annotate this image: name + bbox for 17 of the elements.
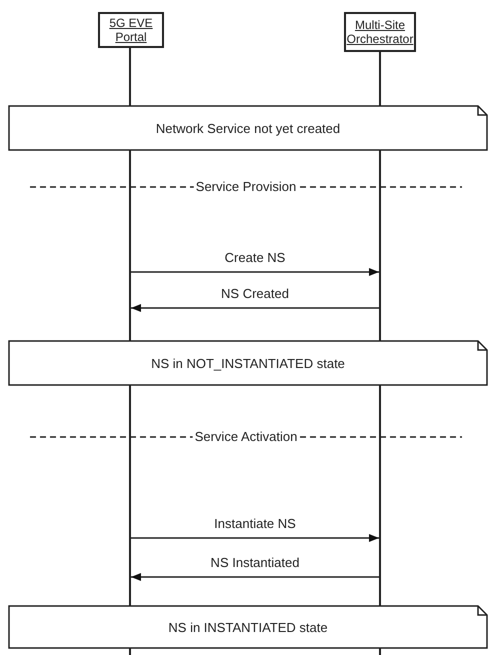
participant-box [344,12,416,52]
message-arrow [131,573,379,581]
note-text: NS in NOT_INSTANTIATED state [151,356,345,370]
participant-label: Multi-Site Orchestrator [346,18,414,46]
message-arrow [131,534,379,542]
message-label: Create NS [222,250,288,265]
separator-label: Service Provision [194,179,298,194]
message-label: NS Created [219,286,291,301]
note-text: Network Service not yet created [156,120,340,136]
message-arrow [131,304,379,312]
participant-box [98,12,164,48]
message-label: NS Instantiated [208,555,302,570]
message-arrow [131,268,379,276]
separator-label: Service Activation [192,429,300,444]
note-text: NS in INSTANTIATED state [168,620,328,634]
participant-label: 5G EVE Portal [108,16,154,44]
message-label: Instantiate NS [212,516,298,531]
